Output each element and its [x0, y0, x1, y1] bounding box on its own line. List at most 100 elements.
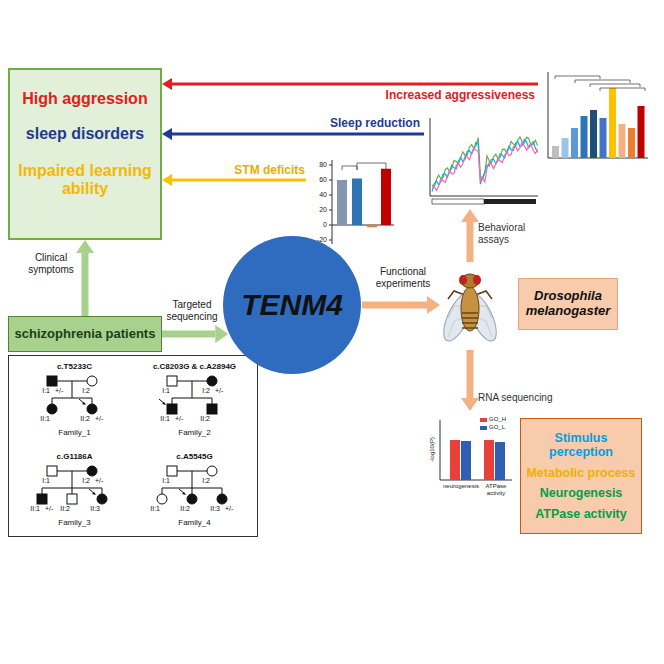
go-term: ATPase activity	[535, 507, 626, 521]
genotype-label: +/-	[175, 415, 189, 423]
art-stroke	[548, 72, 549, 158]
individual-id: I:2	[76, 477, 90, 485]
axis-label: 20	[308, 206, 327, 214]
family-label: Family_4	[137, 518, 252, 527]
individual-id: II:1	[36, 415, 50, 423]
chart-bar	[619, 124, 626, 158]
chart-bar	[628, 128, 635, 158]
art-stroke	[172, 398, 173, 404]
individual-id: I:1	[156, 387, 170, 395]
art-stroke	[222, 488, 223, 494]
symptom-text: Impaired learning ability	[14, 162, 156, 199]
art-stroke	[192, 381, 193, 398]
axis-label: -log10(P)	[429, 427, 436, 471]
result-arrow	[162, 128, 172, 140]
assay-arrow	[467, 350, 474, 398]
art-stroke	[192, 488, 193, 494]
flow-arrow	[215, 325, 228, 343]
genotype-label: +/-	[45, 505, 59, 513]
flow-arrow	[82, 253, 89, 316]
art-stroke	[329, 240, 332, 241]
art-stroke	[72, 471, 73, 488]
individual-id: I:1	[36, 387, 50, 395]
art-stroke	[329, 195, 332, 196]
variant-label: c.T5233C	[17, 362, 132, 371]
art-stroke	[329, 165, 332, 166]
art-stroke	[42, 488, 43, 494]
chart-bar	[461, 441, 471, 480]
go-term: Neurogenesis	[540, 486, 623, 500]
chart-line	[432, 142, 538, 190]
art-stroke	[162, 488, 163, 494]
art-stroke	[432, 199, 484, 204]
assay-arrow	[467, 222, 474, 262]
result-arrow	[162, 78, 172, 90]
chart-bar	[484, 440, 494, 480]
proband-arrow	[162, 402, 166, 405]
fly-body	[461, 287, 479, 331]
proband-arrow	[159, 399, 165, 404]
family-label: Family_3	[17, 518, 132, 527]
result-arrow	[172, 83, 538, 86]
chart-bar	[337, 180, 347, 225]
art-stroke	[600, 88, 645, 91]
male-symbol	[167, 404, 177, 414]
fly-eye	[459, 275, 467, 285]
chart-bar	[571, 128, 578, 158]
pedigree-box: c.T5233CFamily_1I:1+/-I:2II:1II:2+/-c.C8…	[8, 355, 258, 537]
art-stroke	[590, 84, 640, 87]
axis-label: 0	[308, 221, 327, 229]
individual-id: II:3	[206, 505, 220, 513]
genotype-label: +/-	[225, 505, 239, 513]
individual-id: I:2	[196, 477, 210, 485]
individual-id: II:1	[146, 505, 160, 513]
flow-arrow	[162, 331, 215, 338]
result-arrow	[172, 133, 424, 136]
flow-arrow	[362, 302, 427, 309]
variant-label: c.G1186A	[17, 452, 132, 461]
legend-swatch	[480, 426, 487, 430]
gene-circle: TENM4	[222, 235, 362, 375]
individual-id: II:1	[156, 415, 170, 423]
axis-label: ATPase activity	[478, 483, 514, 497]
art-stroke	[342, 163, 386, 170]
individual-id: II:3	[86, 505, 100, 513]
axis-label: 80	[308, 161, 327, 169]
art-stroke	[72, 381, 73, 398]
female-symbol	[157, 494, 167, 504]
art-stroke	[462, 322, 478, 323]
art-stroke	[329, 225, 332, 226]
male-symbol	[47, 466, 57, 476]
axis-label: 60	[308, 176, 327, 184]
female-symbol	[47, 404, 57, 414]
art-stroke	[329, 210, 332, 211]
box-label: schizophrenia patients	[15, 327, 156, 342]
art-stroke	[72, 488, 73, 494]
individual-id: II:2	[176, 505, 190, 513]
proband-arrow	[182, 492, 186, 495]
individual-id: II:2	[76, 415, 90, 423]
chart-bar	[600, 118, 607, 158]
male-symbol	[207, 404, 217, 414]
patient-box: schizophrenia patients	[8, 316, 162, 352]
female-symbol	[207, 376, 217, 386]
gene-circle-fill	[223, 236, 361, 374]
assay-arrow	[461, 398, 479, 411]
female-symbol	[87, 466, 97, 476]
individual-id: II:2	[196, 415, 210, 423]
proband-arrow	[89, 489, 95, 494]
family-label: Family_2	[137, 428, 252, 437]
axis-label: neurogenesis	[441, 483, 481, 490]
individual-id: I:2	[196, 387, 210, 395]
male-symbol	[37, 494, 47, 504]
art-stroke	[575, 80, 630, 83]
chart-bar	[581, 116, 588, 158]
art-stroke	[484, 199, 536, 204]
symptom-text: High aggression	[14, 90, 156, 108]
chart-bar	[552, 146, 559, 158]
art-stroke	[102, 488, 103, 494]
art-stroke	[430, 118, 431, 196]
chart-bar	[590, 110, 597, 158]
chart-bar	[495, 442, 505, 480]
art-stroke	[440, 420, 441, 480]
